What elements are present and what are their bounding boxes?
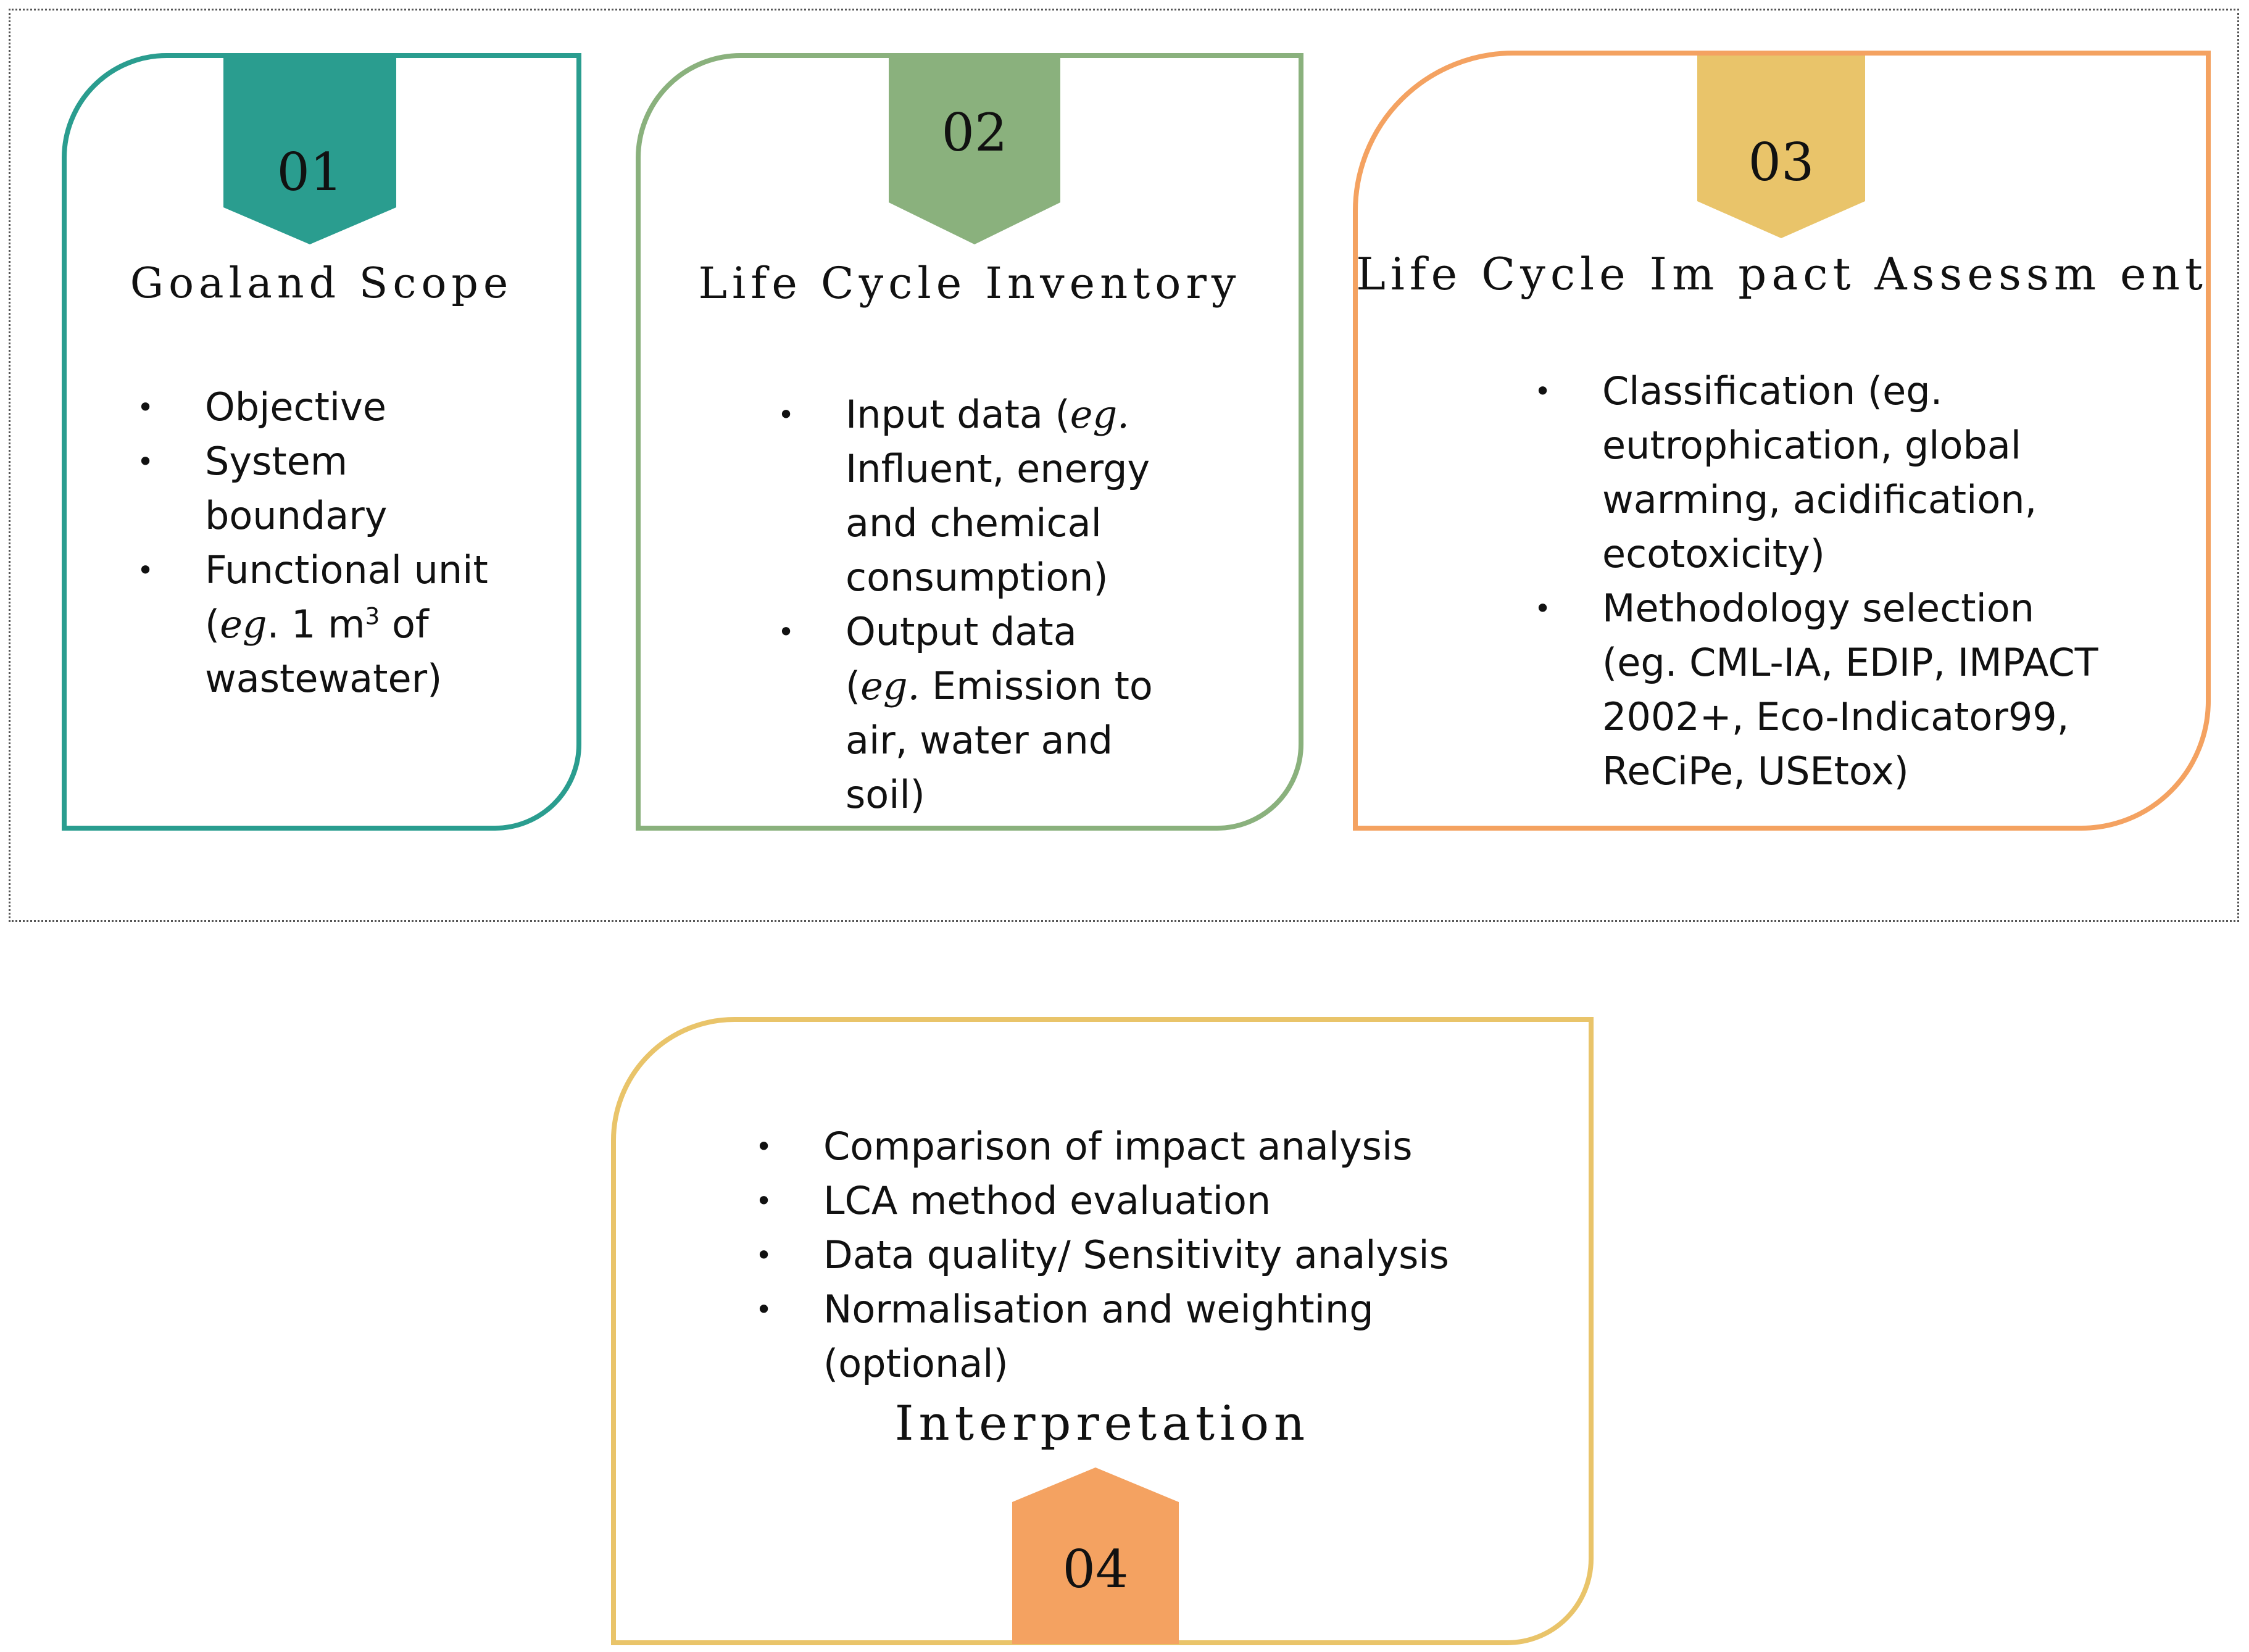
list-item: System boundary xyxy=(137,434,390,543)
inventory-tag-polygon xyxy=(889,53,1060,244)
list-item: Methodology selection (eg. CML-IA, EDIP,… xyxy=(1534,581,2102,799)
list-item: Normalisation and weighting (optional) xyxy=(755,1282,1558,1391)
goal-scope-number-tag: 01 xyxy=(223,53,396,244)
inventory-title: Life Cycle Inventory xyxy=(698,258,1241,309)
interpretation-tag-shape xyxy=(1012,1467,1179,1644)
impact-tag-shape xyxy=(1697,56,1865,238)
list-item: Functional unit (eg. 1 m3 of wastewater) xyxy=(137,543,557,706)
interpretation-number-tag: 04 xyxy=(1012,1467,1179,1644)
impact-tag-polygon xyxy=(1697,56,1865,238)
example-eg: eg xyxy=(220,602,267,647)
example-open: ( xyxy=(205,602,220,647)
inventory-tag-shape xyxy=(889,53,1060,244)
list-item: Input data (eg. Influent, energy and che… xyxy=(778,388,1160,605)
impact-list: Classification (eg. eutrophication, glob… xyxy=(1534,364,2102,799)
list-item: LCA method evaluation xyxy=(755,1174,1558,1228)
example-eg: eg. xyxy=(1070,392,1129,437)
goal-scope-tag-polygon xyxy=(223,53,396,244)
list-item-label: Input data ( xyxy=(846,392,1070,437)
interpretation-number: 04 xyxy=(1062,1539,1129,1600)
example-value: . 1 m xyxy=(267,602,365,647)
interpretation-title: Interpretation xyxy=(894,1396,1310,1451)
impact-number-tag: 03 xyxy=(1697,56,1865,238)
goal-scope-tag-shape xyxy=(223,53,396,244)
list-item: Output data (eg. Emission to air, water … xyxy=(778,605,1160,822)
impact-number: 03 xyxy=(1748,132,1815,193)
goal-scope-title: Goaland Scope xyxy=(130,259,513,308)
example-superscript: 3 xyxy=(365,602,380,630)
example-rest: of wastewater) xyxy=(205,602,443,701)
list-item: Objective xyxy=(137,380,557,434)
goal-scope-number: 01 xyxy=(276,142,343,202)
interpretation-list: Comparison of impact analysis LCA method… xyxy=(755,1119,1558,1391)
impact-title: Life Cycle Im pact Assessm ent xyxy=(1356,248,2208,300)
lca-stages-group-border xyxy=(9,9,2239,922)
list-item: Classification (eg. eutrophication, glob… xyxy=(1534,364,2102,581)
inventory-number-tag: 02 xyxy=(889,53,1060,244)
list-item: Data quality/ Sensitivity analysis xyxy=(755,1228,1558,1282)
interpretation-tag-polygon xyxy=(1012,1467,1179,1644)
inventory-list: Input data (eg. Influent, energy and che… xyxy=(778,388,1160,822)
list-item-label: Output data ( xyxy=(846,609,1077,708)
goal-scope-list: Objective System boundary Functional uni… xyxy=(137,380,557,706)
example-eg: eg. xyxy=(860,663,920,708)
list-item: Comparison of impact analysis xyxy=(755,1119,1558,1174)
inventory-number: 02 xyxy=(941,102,1008,163)
list-item-detail: Influent, energy and chemical consumptio… xyxy=(846,446,1150,600)
list-item-label: Functional unit xyxy=(205,547,488,592)
list-item-detail: Emission to air, water and soil) xyxy=(846,663,1153,817)
